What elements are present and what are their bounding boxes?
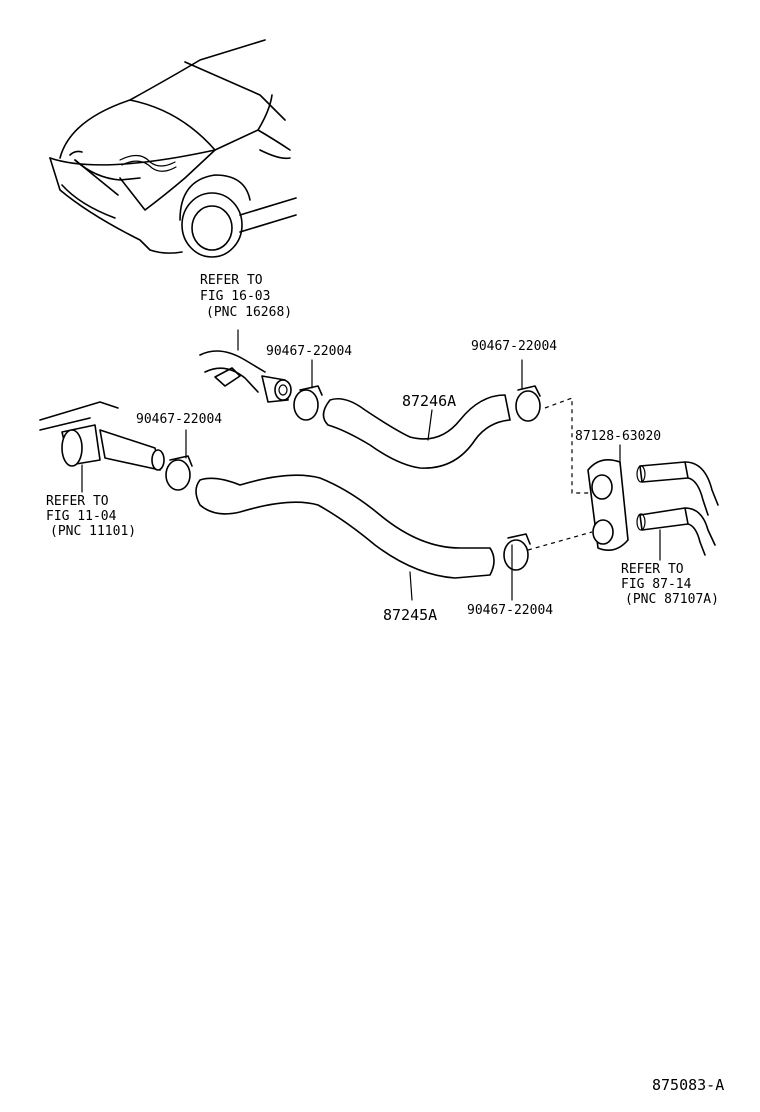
- right-pipes: [636, 461, 719, 561]
- refer-top-line1: REFER TO: [200, 273, 263, 288]
- engine-pipe-top: [199, 329, 292, 403]
- clamp-left-label: 90467-22004: [136, 412, 222, 427]
- clamp-top-right: [515, 359, 541, 422]
- refer-right-line1: REFER TO: [621, 562, 684, 577]
- refer-left-line2: FIG 11-04: [46, 509, 117, 524]
- refer-right-line3: (PNC 87107A): [625, 592, 719, 607]
- refer-top-line2: FIG 16-03: [200, 289, 270, 304]
- refer-left-line1: REFER TO: [46, 494, 109, 509]
- refer-top-line3: (PNC 16268): [206, 305, 292, 320]
- clamp-left: [165, 429, 193, 491]
- refer-right-line2: FIG 87-14: [621, 577, 692, 592]
- hose-lower: [195, 474, 495, 601]
- hose-lower-label: 87245A: [383, 606, 437, 624]
- clamp-bottom: [503, 533, 531, 601]
- clamp-bottom-label: 90467-22004: [467, 603, 553, 618]
- connector-plate: [527, 397, 629, 551]
- hose-upper-label: 87246A: [402, 392, 456, 410]
- refer-left-line3: (PNC 11101): [50, 524, 136, 539]
- figure-id: 875083-A: [652, 1076, 724, 1094]
- vehicle-illustration: [49, 39, 297, 258]
- hose-upper: [322, 394, 511, 469]
- engine-pipe-left: [39, 401, 165, 493]
- clamp-top-left-label: 90467-22004: [266, 344, 352, 359]
- clamp-top-left: [293, 359, 323, 421]
- plate-label: 87128-63020: [575, 429, 661, 444]
- clamp-top-right-label: 90467-22004: [471, 339, 557, 354]
